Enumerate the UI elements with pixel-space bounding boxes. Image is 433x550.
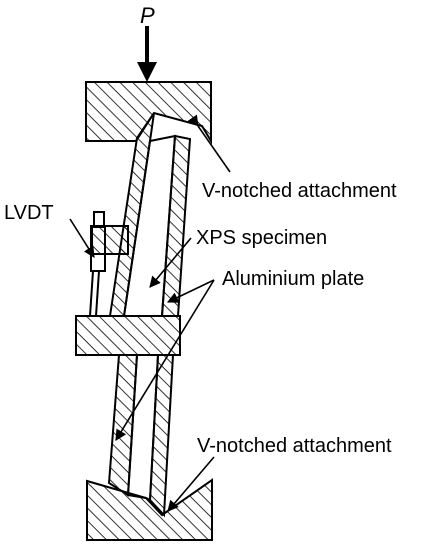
leader-xps-specimen	[149, 237, 192, 288]
label-aluminium-plate: Aluminium plate	[222, 268, 364, 290]
bottom-v-notched-attachment	[86, 478, 213, 541]
right-aluminium-plate-upper	[160, 134, 192, 317]
load-arrow	[137, 26, 157, 82]
leader-v-notched-bottom	[167, 456, 215, 512]
leader-lvdt	[69, 218, 95, 258]
middle-clamp-block	[75, 315, 181, 356]
leader-v-notched-top	[187, 114, 231, 173]
leader-aluminium-plate-left	[115, 279, 215, 441]
leader-aluminium-plate-right	[166, 279, 215, 303]
label-v-notched-bottom: V-notched attachment	[197, 435, 392, 457]
label-xps-specimen: XPS specimen	[196, 227, 327, 249]
lvdt-bracket	[91, 225, 129, 255]
label-lvdt: LVDT	[4, 202, 54, 224]
top-v-notched-attachment	[85, 81, 212, 145]
load-symbol: P	[140, 3, 155, 28]
label-v-notched-top: V-notched attachment	[202, 180, 397, 202]
left-aluminium-plate-upper	[108, 112, 155, 317]
